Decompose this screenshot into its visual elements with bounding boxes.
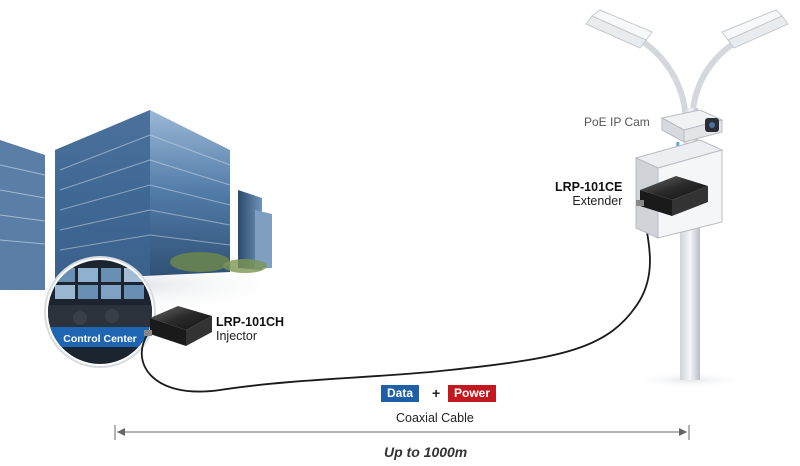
extender-label: LRP-101CE Extender: [555, 180, 622, 208]
coaxial-cable-label: Coaxial Cable: [396, 411, 474, 425]
camera-icon: [660, 109, 724, 143]
distance-measure: [114, 425, 690, 440]
power-badge: Power: [448, 385, 497, 402]
coaxial-cable-line: [140, 205, 651, 393]
control-center-icon: [44, 256, 156, 368]
office-building-icon: [0, 110, 300, 315]
distance-label: Up to 1000m: [384, 444, 468, 460]
injector-model: LRP-101CH: [216, 315, 285, 329]
extender-role: Extender: [572, 194, 623, 208]
extender-device-icon: [636, 176, 708, 216]
camera-label: PoE IP Cam: [584, 115, 650, 129]
injector-role: Injector: [216, 329, 257, 343]
street-light-pole-icon: [585, 9, 789, 388]
injector-device-icon: [144, 306, 212, 346]
plus-sign: +: [432, 385, 441, 401]
extender-model: LRP-101CE: [555, 180, 623, 194]
injector-label: LRP-101CH Injector: [216, 315, 284, 343]
control-center-label: Control Center: [63, 333, 137, 345]
data-badge: Data: [381, 385, 420, 402]
